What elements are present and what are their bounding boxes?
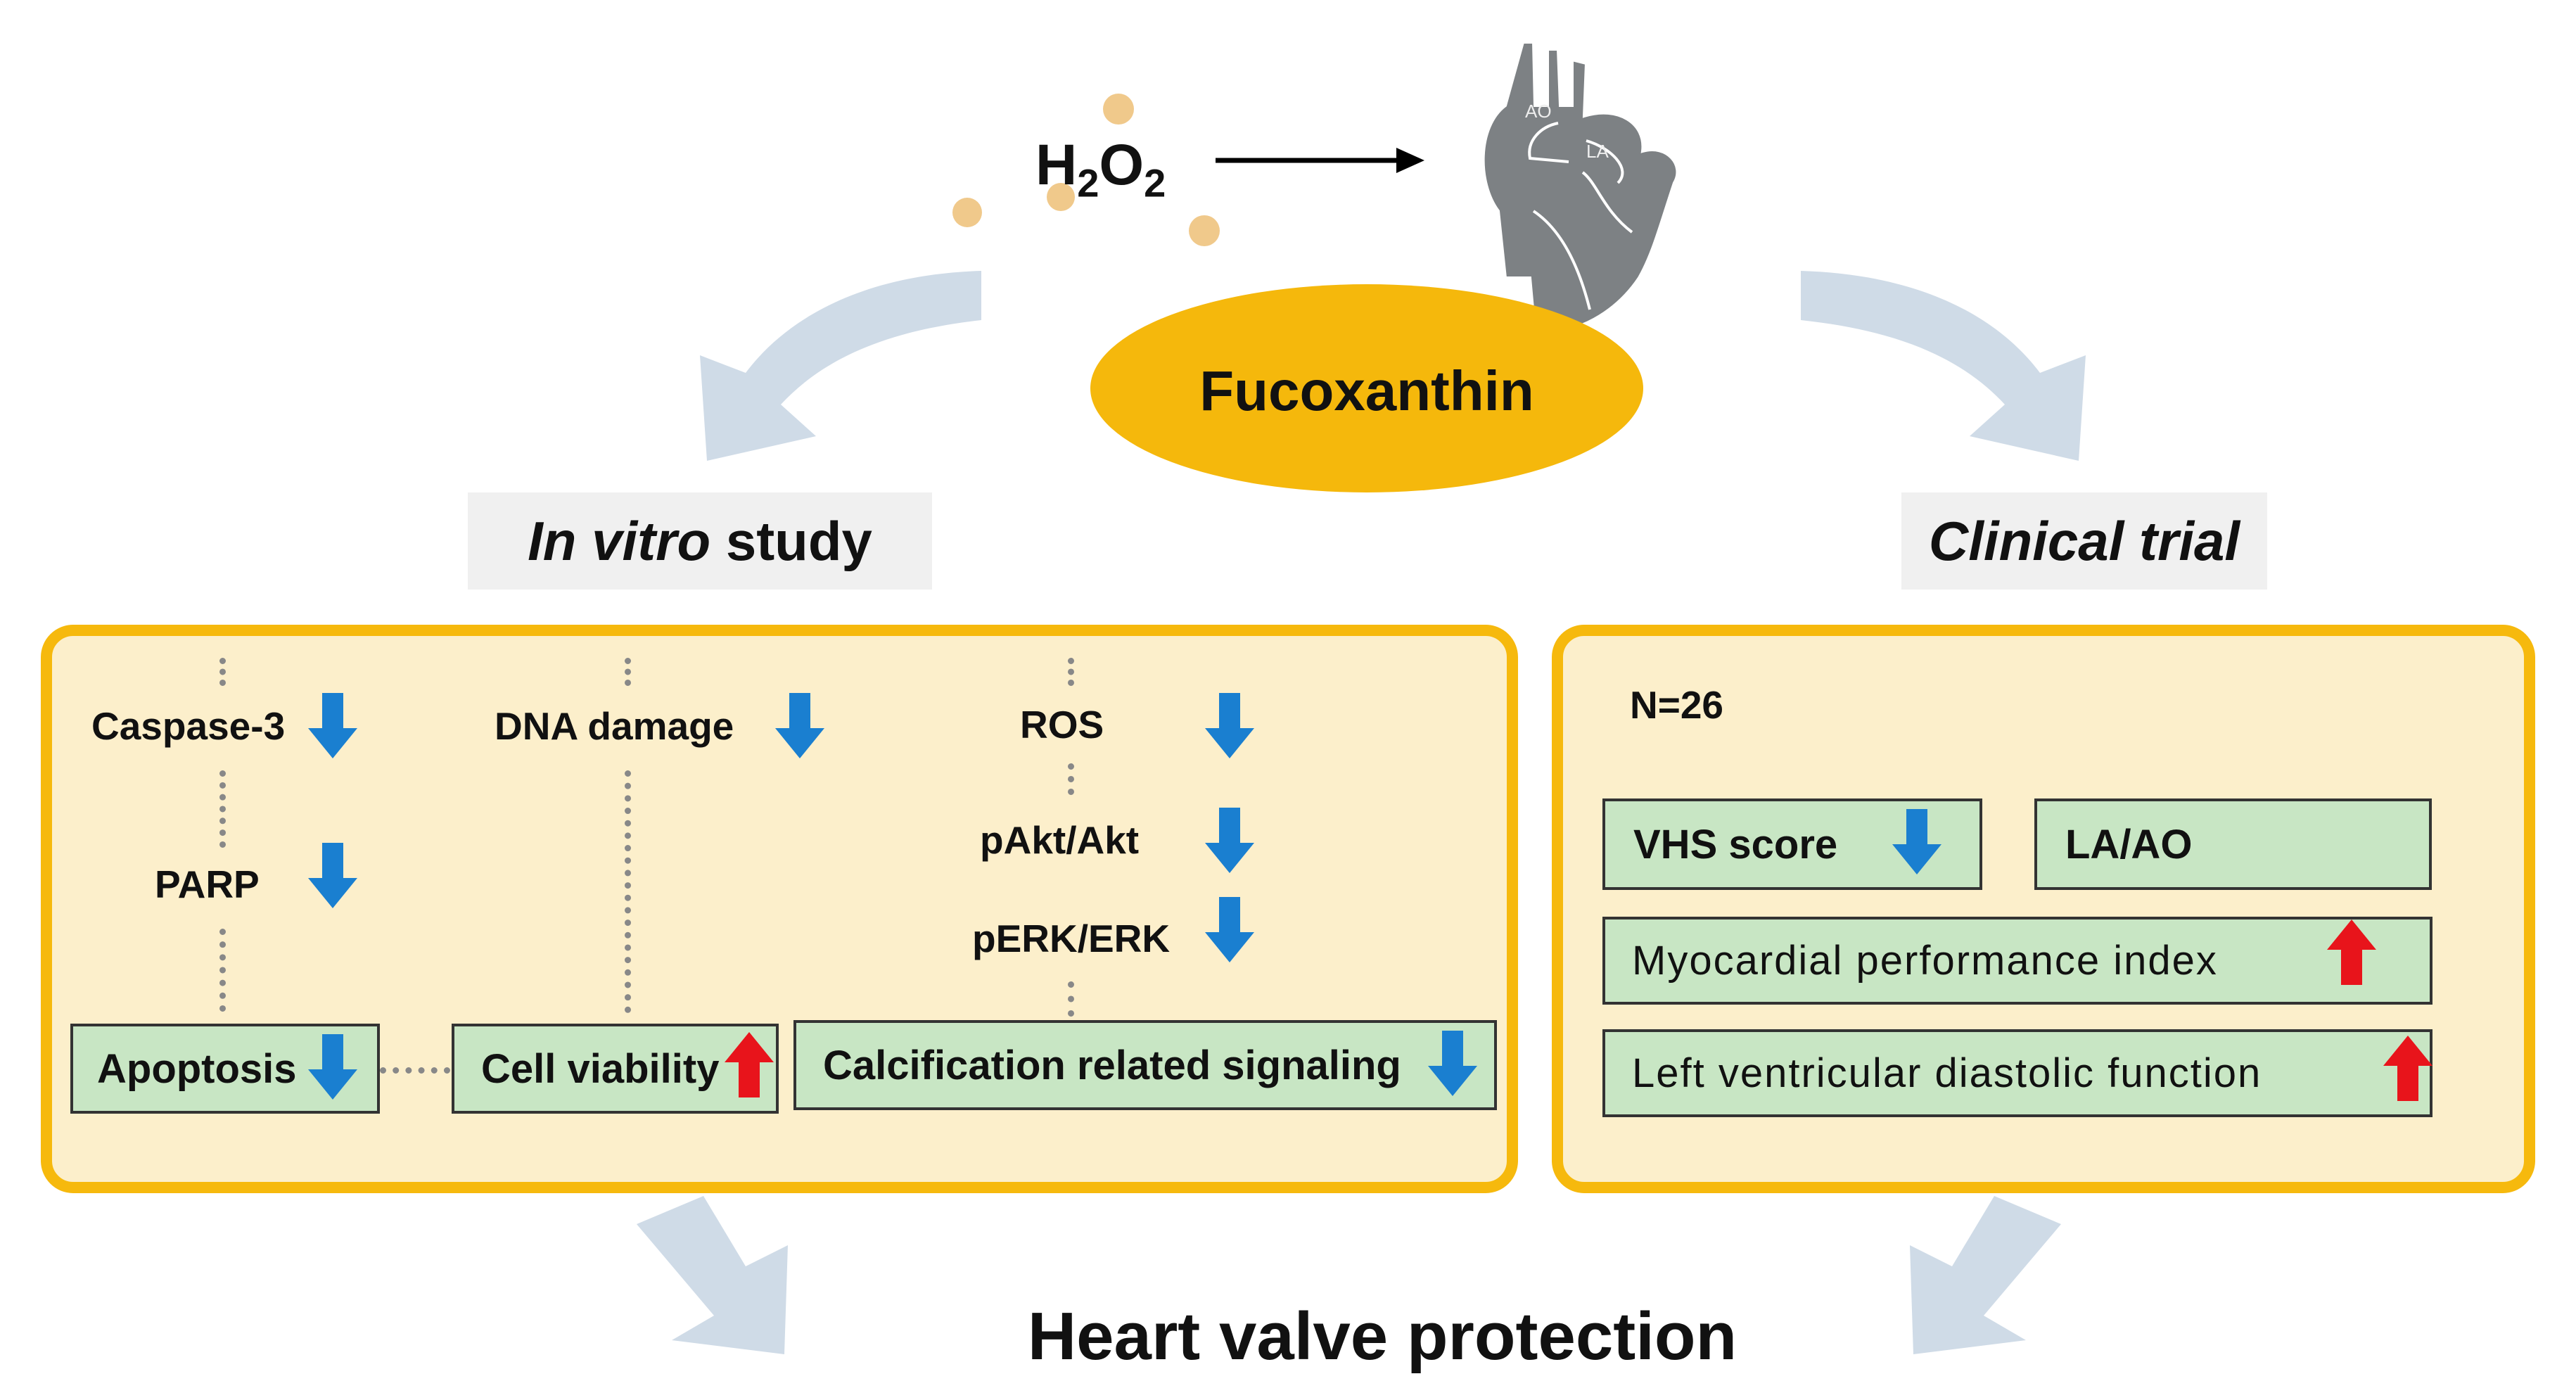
connector-dots bbox=[1068, 658, 1074, 686]
connector-dots bbox=[380, 1067, 450, 1074]
clinical-trial-title: Clinical trial bbox=[1901, 492, 2267, 590]
blue-down-arrow-icon bbox=[308, 693, 357, 758]
dna-damage-label: DNA damage bbox=[495, 704, 734, 748]
connector-dots bbox=[219, 929, 226, 1012]
h2o2-sub-1: 2 bbox=[1077, 160, 1099, 205]
connector-dots bbox=[1068, 763, 1074, 795]
calcification-box: Calcification related signaling bbox=[793, 1020, 1497, 1110]
h2o2-sub-2: 2 bbox=[1144, 160, 1166, 205]
caspase-3-label: Caspase-3 bbox=[91, 704, 286, 748]
calcification-label: Calcification related signaling bbox=[823, 1042, 1401, 1088]
in-vitro-rest: study bbox=[710, 509, 872, 572]
connector-dots bbox=[1068, 981, 1074, 1017]
parp-label: PARP bbox=[155, 863, 260, 906]
blue-down-arrow-icon bbox=[308, 1034, 357, 1100]
clinical-trial-text: Clinical trial bbox=[1928, 509, 2240, 572]
cell-viability-label: Cell viability bbox=[481, 1045, 720, 1092]
red-up-arrow-icon bbox=[2383, 1036, 2432, 1101]
connector-dots bbox=[219, 770, 226, 848]
h2o2-h: H bbox=[1035, 133, 1078, 197]
heart-icon bbox=[1481, 41, 1679, 333]
oxidant-dot bbox=[1189, 215, 1220, 246]
h2o2-label: H2O2 bbox=[1035, 132, 1166, 205]
curved-arrow-bottom-left bbox=[637, 1196, 788, 1354]
ros-label: ROS bbox=[1020, 703, 1104, 746]
lvdf-label: Left ventricular diastolic function bbox=[1632, 1050, 2262, 1096]
curved-arrow-right bbox=[1801, 271, 2086, 461]
blue-down-arrow-icon bbox=[775, 693, 824, 758]
heart-label-ao: AO bbox=[1525, 101, 1552, 122]
red-up-arrow-icon bbox=[725, 1032, 774, 1097]
oxidant-dot bbox=[952, 198, 982, 227]
la-ao-box: LA/AO bbox=[2034, 798, 2432, 890]
blue-down-arrow-icon bbox=[1428, 1031, 1477, 1096]
arrow-to-heart-head bbox=[1396, 148, 1424, 173]
cell-viability-box: Cell viability bbox=[452, 1024, 779, 1114]
mpi-label: Myocardial performance index bbox=[1632, 938, 2218, 984]
connector-dots bbox=[625, 658, 631, 686]
curved-arrow-left bbox=[700, 271, 981, 461]
connector-dots bbox=[219, 658, 226, 686]
blue-down-arrow-icon bbox=[308, 843, 357, 908]
compound-label: Fucoxanthin bbox=[1199, 359, 1534, 422]
apoptosis-label: Apoptosis bbox=[97, 1045, 297, 1092]
outcome-title: Heart valve protection bbox=[1027, 1299, 1737, 1374]
lvdf-box: Left ventricular diastolic function bbox=[1602, 1029, 2432, 1117]
in-vitro-italic: In vitro bbox=[528, 509, 711, 572]
blue-down-arrow-icon bbox=[1205, 808, 1254, 873]
red-up-arrow-icon bbox=[2327, 919, 2376, 985]
heart-label-la: LA bbox=[1586, 141, 1609, 162]
blue-down-arrow-icon bbox=[1205, 897, 1254, 962]
blue-down-arrow-icon bbox=[1892, 809, 1941, 874]
connector-dots bbox=[625, 770, 631, 1013]
compound-ellipse bbox=[1090, 284, 1643, 492]
la-ao-label: LA/AO bbox=[2065, 821, 2193, 867]
pakt-akt-label: pAkt/Akt bbox=[980, 818, 1140, 862]
oxidant-dot bbox=[1103, 94, 1134, 125]
oxidant-dot bbox=[1047, 183, 1075, 211]
h2o2-o: O bbox=[1099, 133, 1144, 197]
vhs-score-label: VHS score bbox=[1633, 821, 1838, 867]
curved-arrow-bottom-right bbox=[1910, 1196, 2061, 1354]
n-label: N=26 bbox=[1630, 683, 1724, 727]
blue-down-arrow-icon bbox=[1205, 693, 1254, 758]
mpi-box: Myocardial performance index bbox=[1602, 917, 2432, 1005]
in-vitro-title: In vitro study bbox=[468, 492, 932, 590]
perk-erk-label: pERK/ERK bbox=[972, 917, 1171, 960]
